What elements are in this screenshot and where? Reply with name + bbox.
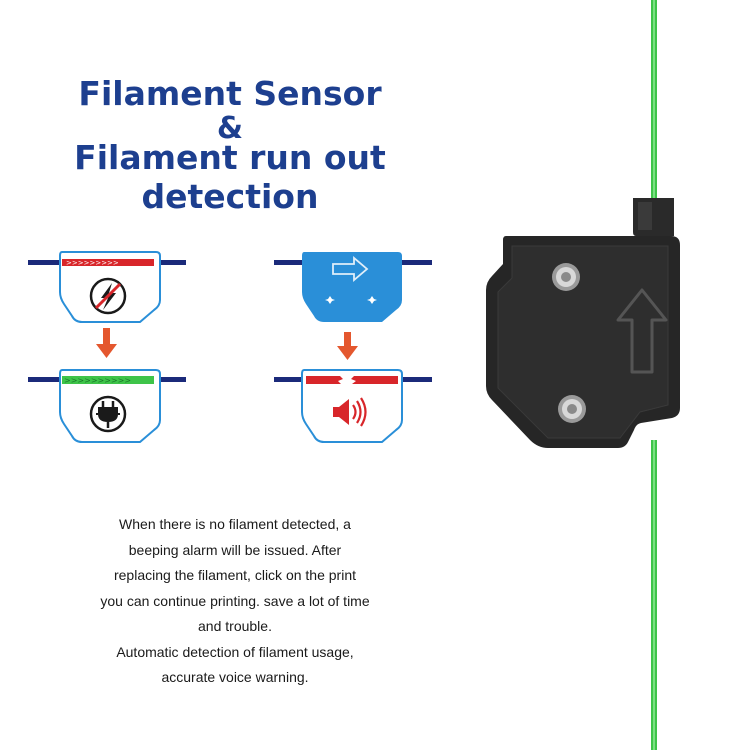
screw-icon bbox=[558, 395, 586, 423]
description-line: replacing the filament, click on the pri… bbox=[113, 567, 356, 583]
svg-text:>>>>>>>>>>: >>>>>>>>>> bbox=[64, 376, 131, 385]
plug-icon bbox=[89, 395, 127, 433]
description-line: When there is no filament detected, a bbox=[119, 516, 351, 532]
alarm-speaker-icon bbox=[333, 397, 367, 427]
diagram-no-power: >>>>>>>>> bbox=[28, 251, 186, 323]
title-run-out-detection: Filament run out detection bbox=[74, 138, 386, 216]
no-power-icon bbox=[89, 277, 127, 315]
diagram-power-on: >>>>>>>>>> bbox=[28, 369, 186, 443]
description-line: beeping alarm will be issued. After bbox=[128, 541, 342, 558]
down-arrow-icon bbox=[96, 328, 117, 358]
screw-icon bbox=[552, 263, 580, 291]
diagram-alarm bbox=[274, 369, 432, 443]
flow-arrow-icon bbox=[332, 256, 369, 282]
sensor-photo bbox=[486, 0, 680, 750]
description-line: you can continue printing. save a lot of… bbox=[100, 592, 370, 609]
description-line: Automatic detection of filament usage, bbox=[116, 643, 354, 660]
description-line: and trouble. bbox=[198, 618, 272, 634]
down-arrow-icon bbox=[337, 332, 358, 360]
description: When there is no filament detected, a be… bbox=[40, 512, 430, 691]
title-filament-sensor: Filament Sensor bbox=[78, 74, 382, 113]
up-arrow-icon bbox=[616, 288, 668, 374]
svg-text:>>>>>>>>>: >>>>>>>>> bbox=[66, 259, 119, 267]
diagram-sensing bbox=[274, 252, 432, 322]
title-ampersand: & bbox=[216, 111, 244, 146]
description-line: accurate voice warning. bbox=[161, 669, 309, 685]
